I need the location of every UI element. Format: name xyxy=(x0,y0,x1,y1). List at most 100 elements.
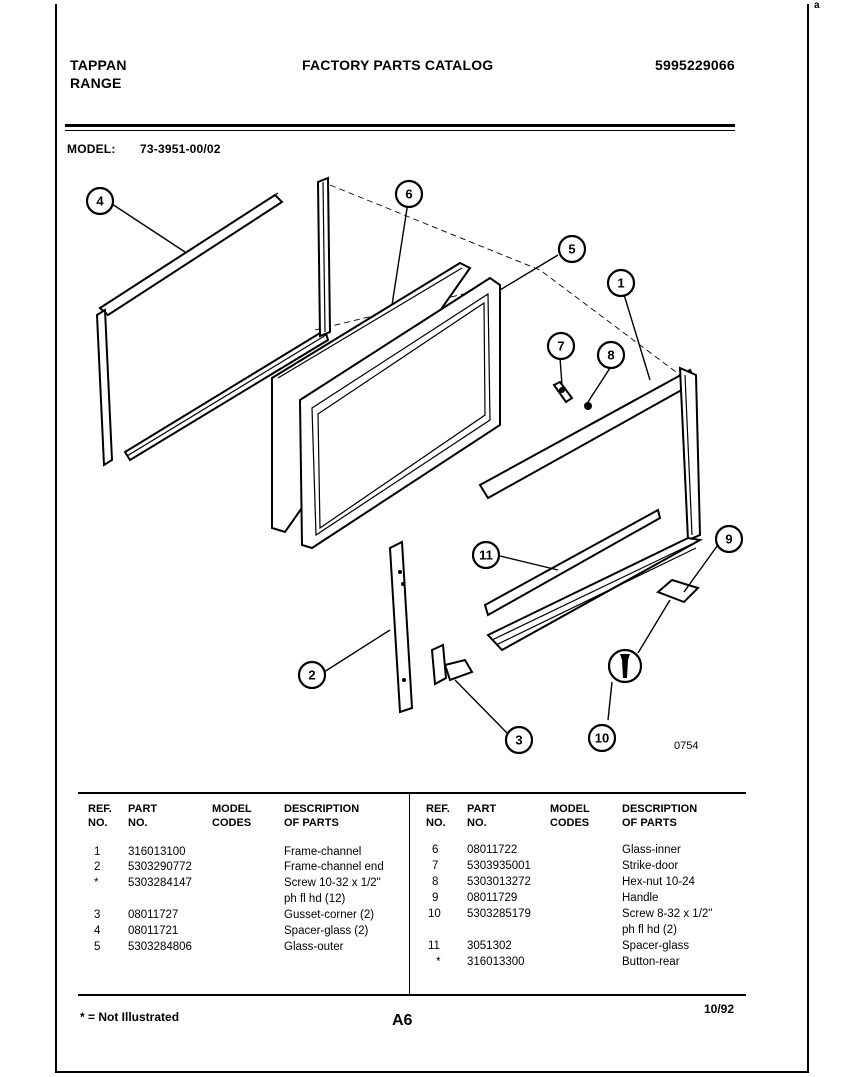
ref-number: 9 xyxy=(432,892,439,904)
callout-2: 2 xyxy=(297,660,327,690)
page-border xyxy=(55,4,809,1073)
part-description: Hex-nut 10-24 xyxy=(622,876,695,888)
svg-text:10: 10 xyxy=(595,731,609,746)
svg-text:5: 5 xyxy=(568,242,575,257)
header-codes: CODES xyxy=(550,817,590,829)
part-spacer-glass-strip xyxy=(483,508,662,617)
table-row: * 5303284147 Screw 10-32 x 1/2" xyxy=(78,876,408,891)
table-row: 1 316013100 Frame-channel xyxy=(78,845,408,860)
header-rule-bottom xyxy=(65,130,735,131)
callout-6: 6 xyxy=(394,179,424,209)
part-number: 316013100 xyxy=(128,846,186,858)
part-description: Button-rear xyxy=(622,956,680,968)
table-row: ph fl hd (12) xyxy=(78,892,408,907)
part-number: 5303284147 xyxy=(128,877,192,889)
ref-number: 6 xyxy=(432,844,439,856)
part-description: ph fl hd (2) xyxy=(622,924,677,936)
header-ref-no: NO. xyxy=(426,817,446,829)
table-row: * 316013300 Button-rear xyxy=(410,955,746,970)
part-description: Handle xyxy=(622,892,659,904)
part-number: 5303284806 xyxy=(128,941,192,953)
part-number: 5303935001 xyxy=(467,860,531,872)
assembly-line xyxy=(329,184,681,376)
header-of-parts: OF PARTS xyxy=(284,817,339,829)
drawing-number: 0754 xyxy=(674,740,698,752)
part-description: Frame-channel xyxy=(284,846,362,858)
table-row: 4 08011721 Spacer-glass (2) xyxy=(78,924,408,939)
table-row: ph fl hd (2) xyxy=(410,923,746,938)
svg-text:8: 8 xyxy=(607,348,614,363)
part-number: 316013300 xyxy=(467,956,525,968)
ref-number: 3 xyxy=(94,909,101,921)
callout-11: 11 xyxy=(471,540,501,570)
ref-number: 8 xyxy=(432,876,439,888)
corner-mark: a xyxy=(814,0,820,11)
part-number: 08011729 xyxy=(467,892,518,904)
svg-text:9: 9 xyxy=(725,532,732,547)
header-description: DESCRIPTION xyxy=(622,803,698,815)
part-description: Gusset-corner (2) xyxy=(284,909,375,921)
catalog-number: 5995229066 xyxy=(655,57,735,73)
callout-9: 9 xyxy=(714,524,744,554)
part-frame-channel-end xyxy=(388,540,414,714)
header-rule-top xyxy=(65,124,735,127)
part-handle xyxy=(656,578,700,604)
ref-number: * xyxy=(94,877,99,889)
product-type: RANGE xyxy=(70,75,122,91)
header-of-parts: OF PARTS xyxy=(622,817,677,829)
part-description: Spacer-glass (2) xyxy=(284,925,369,937)
header-ref-no: NO. xyxy=(88,817,108,829)
table-row: 3 08011727 Gusset-corner (2) xyxy=(78,908,408,923)
callout-10: 10 xyxy=(587,723,617,753)
part-gusset-corner xyxy=(430,643,474,686)
model-label: MODEL: xyxy=(67,142,116,156)
part-spacer-glass-frame xyxy=(95,176,332,467)
part-number: 5303290772 xyxy=(128,861,192,873)
not-illustrated-note: * = Not Illustrated xyxy=(80,1010,180,1024)
svg-text:2: 2 xyxy=(308,668,315,683)
callout-3: 3 xyxy=(504,725,534,755)
part-number: 5303285179 xyxy=(467,908,531,920)
callout-1: 1 xyxy=(606,268,636,298)
brand-name: TAPPAN xyxy=(70,57,127,73)
part-description: Screw 8-32 x 1/2" xyxy=(622,908,713,920)
svg-text:4: 4 xyxy=(96,194,104,209)
part-description: Spacer-glass xyxy=(622,940,690,952)
svg-text:3: 3 xyxy=(515,733,522,748)
header-model: MODEL xyxy=(212,803,252,815)
model-value: 73-3951-00/02 xyxy=(140,142,221,156)
part-number: 08011722 xyxy=(467,844,518,856)
table-row: 8 5303013272 Hex-nut 10-24 xyxy=(410,875,746,890)
header-description: DESCRIPTION xyxy=(284,803,360,815)
part-number: 08011727 xyxy=(128,909,179,921)
ref-number: 10 xyxy=(428,908,441,920)
svg-text:1: 1 xyxy=(617,276,624,291)
header-ref: REF. xyxy=(88,803,112,815)
part-strike-door xyxy=(552,380,574,404)
header-part: PART xyxy=(467,803,497,815)
table-row: 7 5303935001 Strike-door xyxy=(410,859,746,874)
table-divider xyxy=(409,794,410,994)
part-frame-channel xyxy=(478,366,703,652)
table-row: 9 08011729 Handle xyxy=(410,891,746,906)
ref-number: * xyxy=(436,956,441,968)
ref-number: 11 xyxy=(428,940,440,952)
callout-5: 5 xyxy=(557,234,587,264)
table-row: 5 5303284806 Glass-outer xyxy=(78,940,408,955)
table-row: 10 5303285179 Screw 8-32 x 1/2" xyxy=(410,907,746,922)
part-description: Glass-inner xyxy=(622,844,681,856)
part-description: Strike-door xyxy=(622,860,679,872)
header-codes: CODES xyxy=(212,817,252,829)
part-description: ph fl hd (12) xyxy=(284,893,346,905)
page-code: A6 xyxy=(392,1012,413,1029)
parts-table: REF. NO. PART NO. MODEL CODES DESCRIPTIO… xyxy=(78,792,746,996)
part-description: Frame-channel end xyxy=(284,861,384,873)
part-hex-nut xyxy=(584,402,592,410)
svg-text:6: 6 xyxy=(405,187,412,202)
catalog-title: FACTORY PARTS CATALOG xyxy=(302,57,494,73)
svg-text:7: 7 xyxy=(557,339,564,354)
header-ref: REF. xyxy=(426,803,450,815)
part-glass-outer xyxy=(298,276,501,550)
ref-number: 1 xyxy=(94,846,101,858)
part-number: 5303013272 xyxy=(467,876,531,888)
